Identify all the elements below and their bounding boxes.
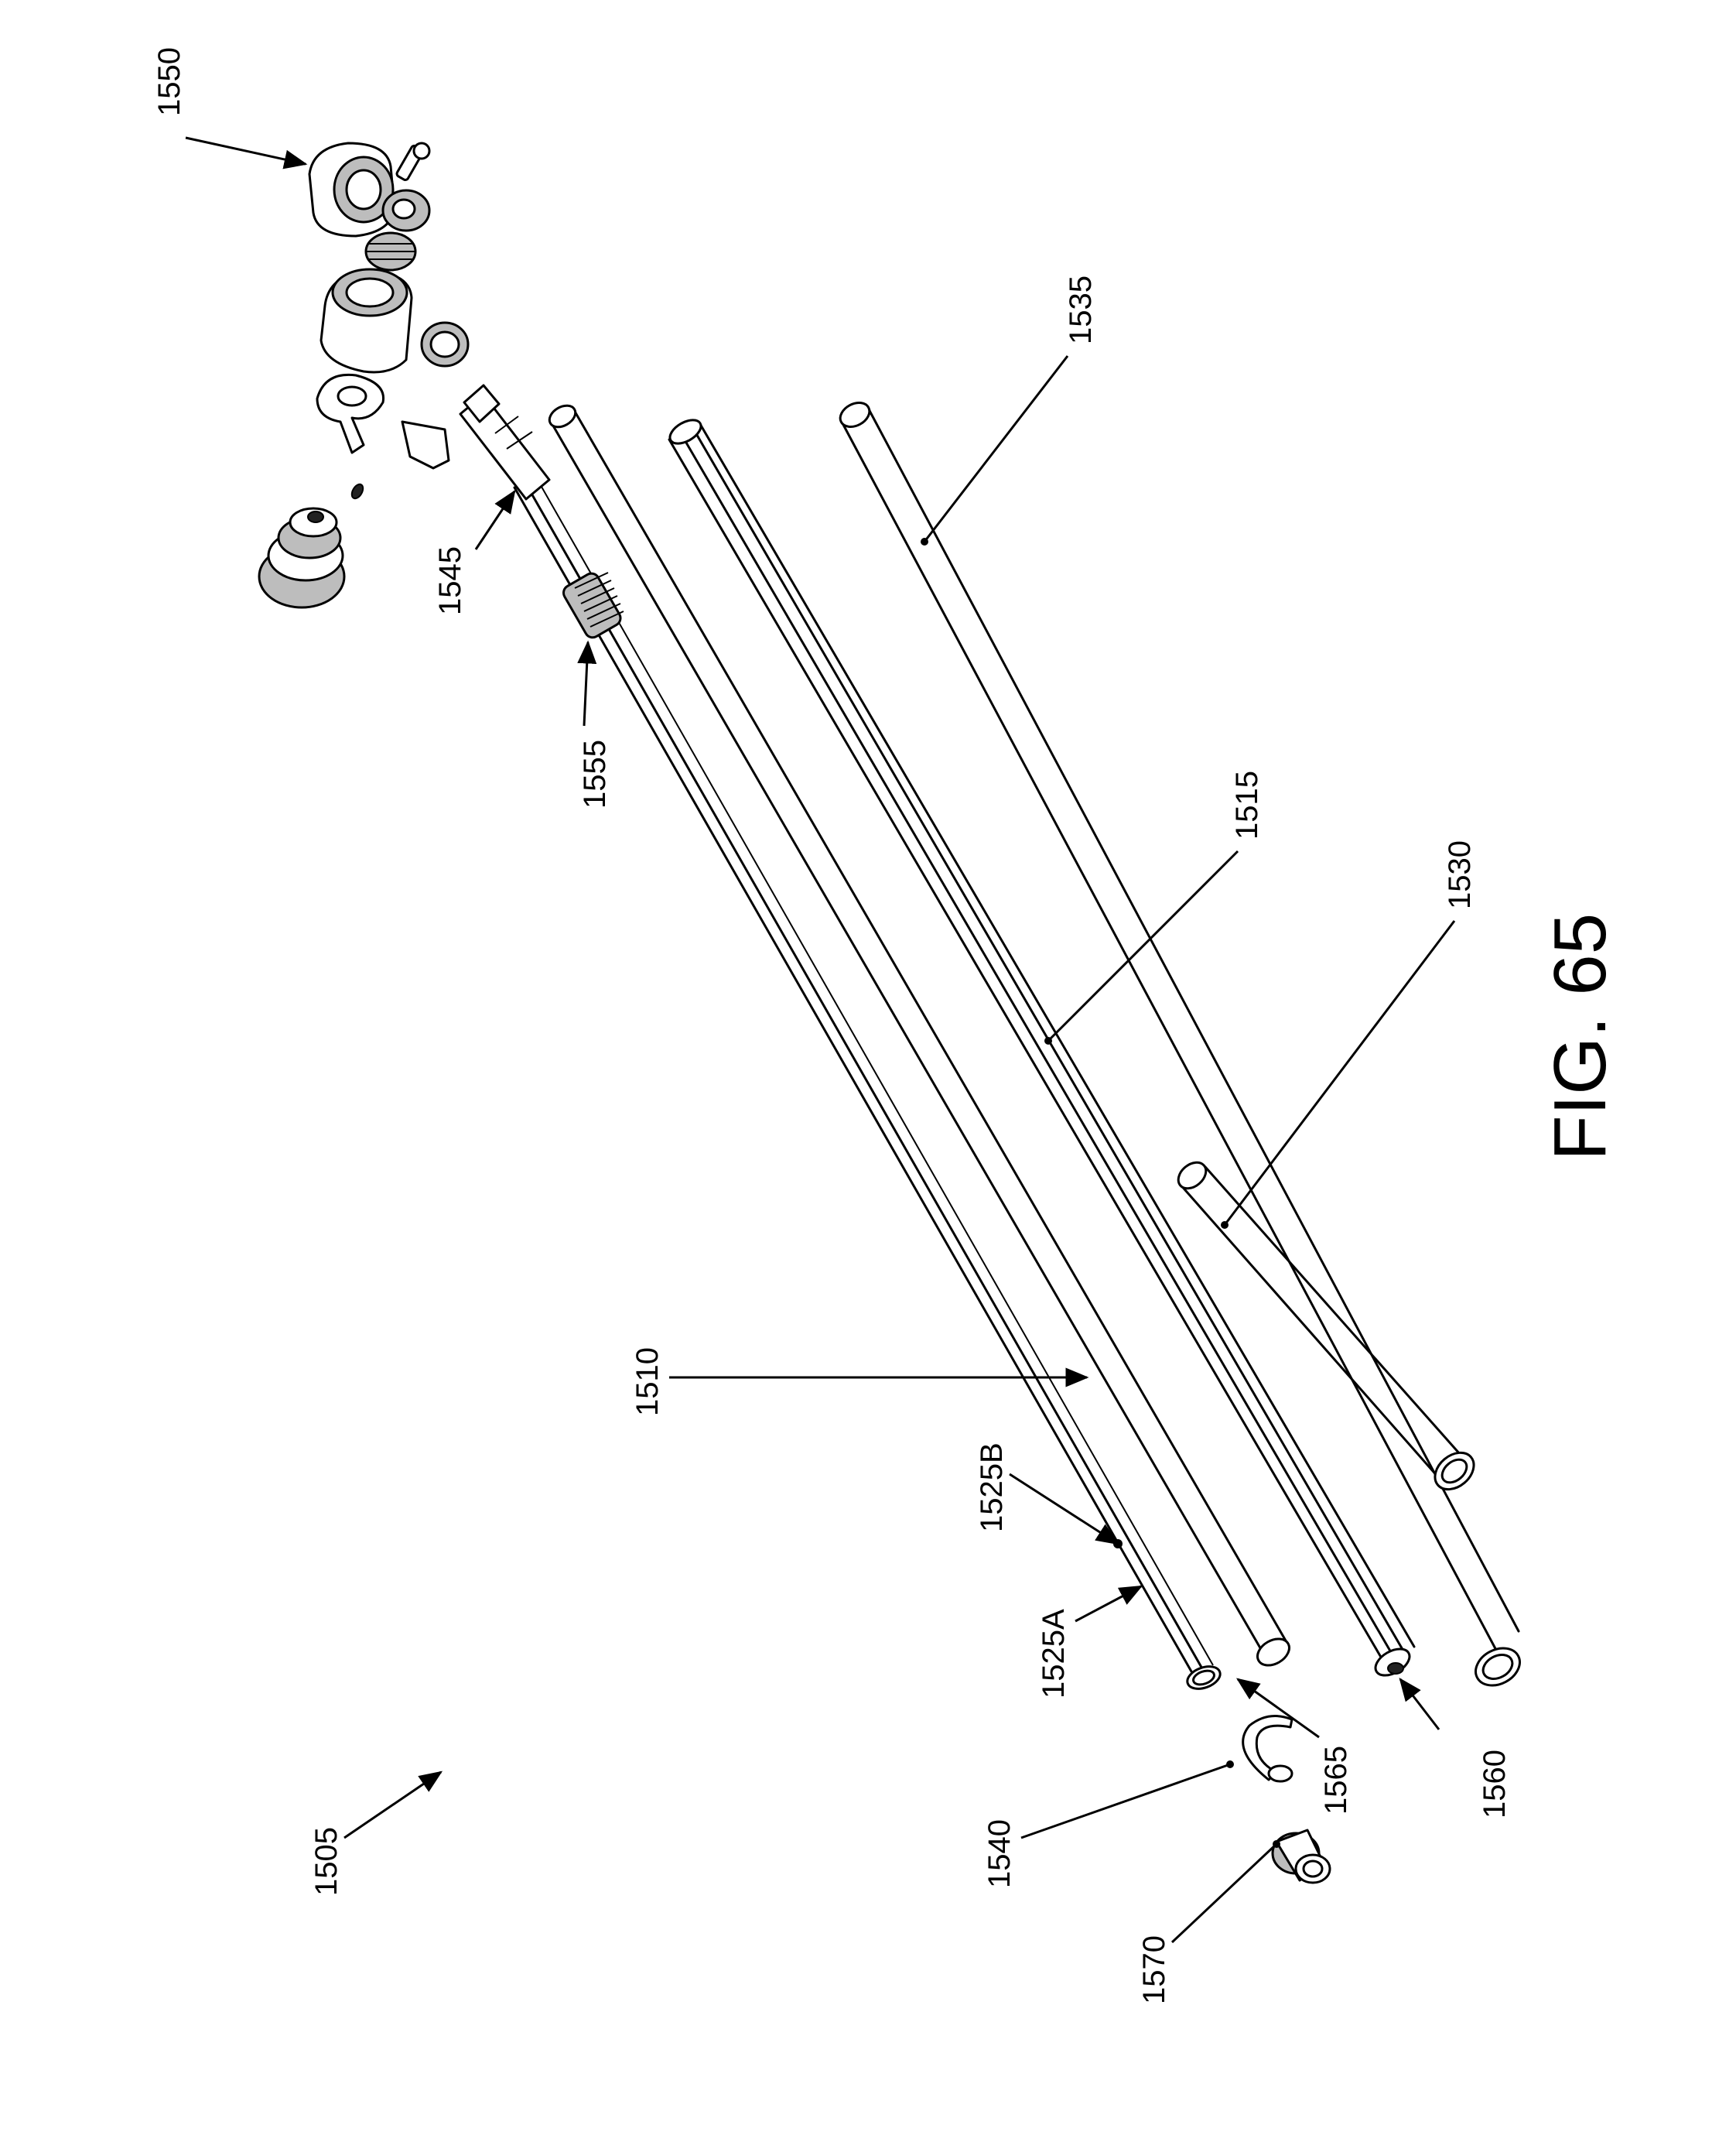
tube-1510 [545,402,1293,1671]
tip-1570 [1273,1830,1330,1883]
handle-parts-1550 [259,143,468,607]
figure-caption: FIG. 65 [1539,913,1622,1161]
c-clip-1540 [1243,1716,1292,1782]
label-1525B: 1525B [975,1442,1009,1532]
label-1560: 1560 [1478,1750,1512,1818]
label-1510: 1510 [630,1347,665,1416]
label-1565: 1565 [1319,1746,1353,1815]
label-1505: 1505 [309,1827,343,1896]
connector-1545 [460,385,549,499]
wire-assembly [514,476,1223,1693]
shaft-1515 [666,416,1414,1682]
label-1555: 1555 [578,740,612,809]
label-1545: 1545 [433,546,467,615]
label-1530: 1530 [1443,840,1477,909]
label-1535: 1535 [1064,275,1098,344]
label-1550: 1550 [152,47,186,116]
tube-1535 [836,398,1526,1692]
label-1570: 1570 [1137,1935,1171,2004]
label-1525A: 1525A [1037,1609,1071,1699]
label-1540: 1540 [982,1819,1017,1888]
label-1515: 1515 [1230,771,1264,840]
tube-1530 [1174,1157,1481,1497]
spring-1555 [561,570,624,640]
